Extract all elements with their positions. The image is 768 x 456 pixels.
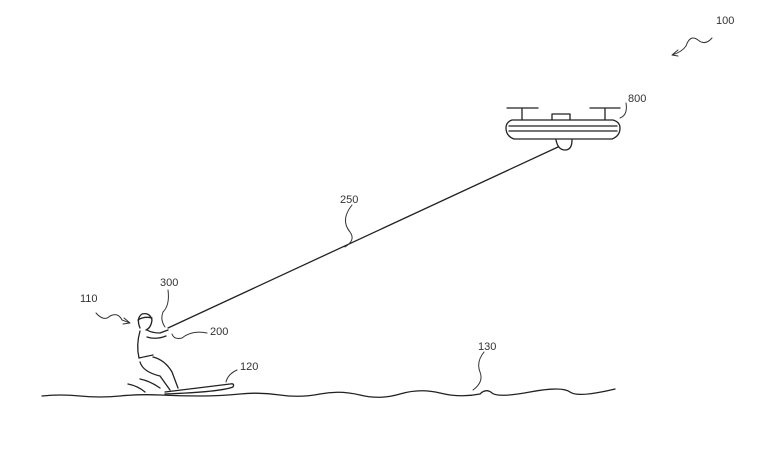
label-120: 120 [240, 361, 258, 373]
label-800: 800 [628, 93, 646, 105]
label-200: 200 [210, 326, 228, 338]
drone [505, 107, 621, 151]
label-300: 300 [160, 277, 178, 289]
label-250: 250 [340, 194, 358, 206]
label-100: 100 [716, 15, 734, 27]
label-130: 130 [478, 341, 496, 353]
water-line [41, 388, 616, 398]
tether-line [167, 146, 559, 329]
skier [127, 312, 235, 395]
label-110: 110 [80, 293, 98, 305]
